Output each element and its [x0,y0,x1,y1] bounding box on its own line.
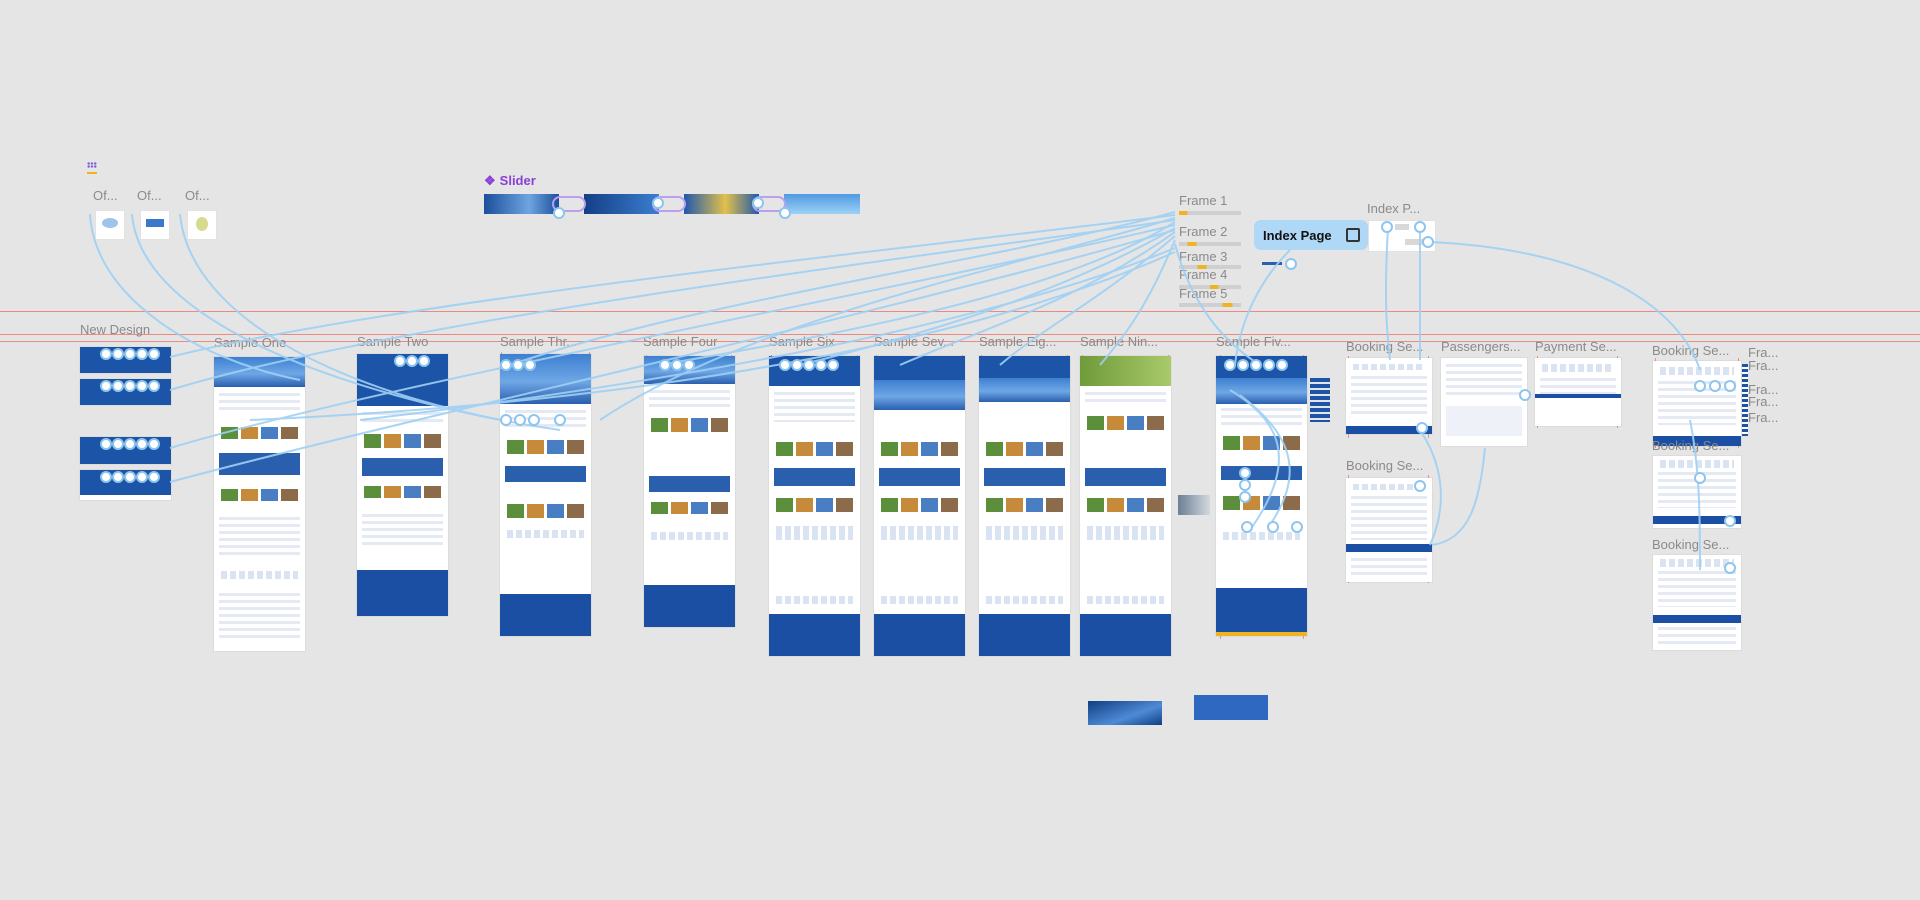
frame-label-offer-2[interactable]: Of... [137,188,162,203]
frame-label-sample-two[interactable]: Sample Two [357,334,429,349]
sample-six-frame[interactable] [769,356,860,656]
frame-label-booking-r1[interactable]: Booking Se... [1652,343,1730,358]
fra-frames-strip[interactable] [1742,364,1748,436]
frame-label-booking-2[interactable]: Booking Se... [1346,458,1424,473]
grid-dots-icon[interactable] [87,162,97,176]
horizontal-guide [0,311,1920,312]
prototype-arrow [1431,447,1486,546]
frame-1-content[interactable] [1179,211,1241,215]
frame-label-sample-eight[interactable]: Sample Eig... [979,334,1057,349]
frame-label-index-page[interactable]: Index P... [1367,201,1421,216]
airplane-image[interactable] [1088,701,1162,725]
sample-nine-frame[interactable] [1080,356,1171,656]
frame-label-payment[interactable]: Payment Se... [1535,339,1617,354]
frame-label-sample-five[interactable]: Sample Fiv... [1216,334,1291,349]
frame-label-sample-nine[interactable]: Sample Nin... [1080,334,1159,349]
frame-label-fra-3[interactable]: Fra... [1748,382,1779,397]
frame-label-offer-1[interactable]: Of... [93,188,118,203]
offer-frame-2[interactable] [140,210,170,240]
sample-five-frame[interactable] [1216,356,1307,636]
frame-label-sample-one[interactable]: Sample One [214,335,287,350]
frame-label-offer-3[interactable]: Of... [185,188,210,203]
payment-frame[interactable] [1535,358,1621,426]
frame-label-frame-4[interactable]: Frame 4 [1179,267,1228,282]
frame-label-fra-2[interactable]: Fra... [1748,358,1779,373]
frame-5-content[interactable] [1179,303,1241,307]
passengers-frame[interactable] [1441,358,1527,446]
sample-four-frame[interactable] [644,356,735,627]
frame-label-booking-r3[interactable]: Booking Se... [1652,537,1730,552]
index-page-frame[interactable] [1368,220,1436,252]
booking-frame-2[interactable] [1346,478,1432,582]
horizontal-guide [0,341,1920,342]
frame-label-booking-1[interactable]: Booking Se... [1346,339,1424,354]
frame-label-frame-1[interactable]: Frame 1 [1179,193,1228,208]
frame-label-fra-1[interactable]: Fra... [1748,345,1779,360]
sample-three-frame[interactable] [500,354,591,636]
index-page-flow-starting-point[interactable]: Index Page [1254,220,1368,250]
frame-label-frame-2[interactable]: Frame 2 [1179,224,1228,239]
slider-component[interactable] [484,194,860,214]
frame-label-passengers[interactable]: Passengers... [1441,339,1521,354]
offer-frame-1[interactable] [95,210,125,240]
offer-frame-3[interactable] [187,210,217,240]
browser-window-icon [1346,228,1360,242]
frame-label-fra-4[interactable]: Fra... [1748,394,1779,409]
component-label-slider[interactable]: ❖Slider [484,173,536,189]
frame-label-sample-seven[interactable]: Sample Sev... [874,334,954,349]
sample-five-side-menu[interactable] [1310,378,1330,422]
index-page-label: Index Page [1263,227,1332,243]
frame-label-fra-5[interactable]: Fra... [1748,410,1779,425]
component-name: Slider [499,173,536,188]
new-design-variant-4[interactable] [80,470,171,500]
new-design-variant-2[interactable] [80,379,171,405]
new-design-variant-3[interactable] [80,437,171,464]
booking-frame-1[interactable] [1346,358,1432,434]
frame-label-booking-r2[interactable]: Booking Se... [1652,438,1730,453]
frame-label-frame-3[interactable]: Frame 3 [1179,249,1228,264]
sample-two-frame[interactable] [357,354,448,616]
avatar-thumbnail[interactable] [1178,495,1210,515]
blue-rectangle[interactable] [1194,695,1268,720]
frame-label-sample-three[interactable]: Sample Thr... [500,334,578,349]
component-diamond-icon: ❖ [484,173,496,188]
sample-one-frame[interactable] [214,357,305,651]
frame-label-sample-four[interactable]: Sample Four [643,334,718,349]
frame-label-new-design[interactable]: New Design [80,322,151,337]
booking-frame-r1[interactable] [1653,361,1741,446]
sample-seven-frame[interactable] [874,356,965,656]
sample-eight-frame[interactable] [979,356,1070,656]
index-page-hint [1262,262,1282,265]
new-design-variant-1[interactable] [80,347,171,373]
frame-3-content[interactable] [1179,265,1241,269]
frame-2-content[interactable] [1179,242,1241,246]
frame-label-sample-six[interactable]: Sample Six [769,334,835,349]
prototype-arrow [509,211,1176,366]
horizontal-guide [0,334,1920,335]
booking-frame-r3[interactable] [1653,555,1741,650]
booking-frame-r2[interactable] [1653,456,1741,528]
frame-4-content[interactable] [1179,285,1241,289]
